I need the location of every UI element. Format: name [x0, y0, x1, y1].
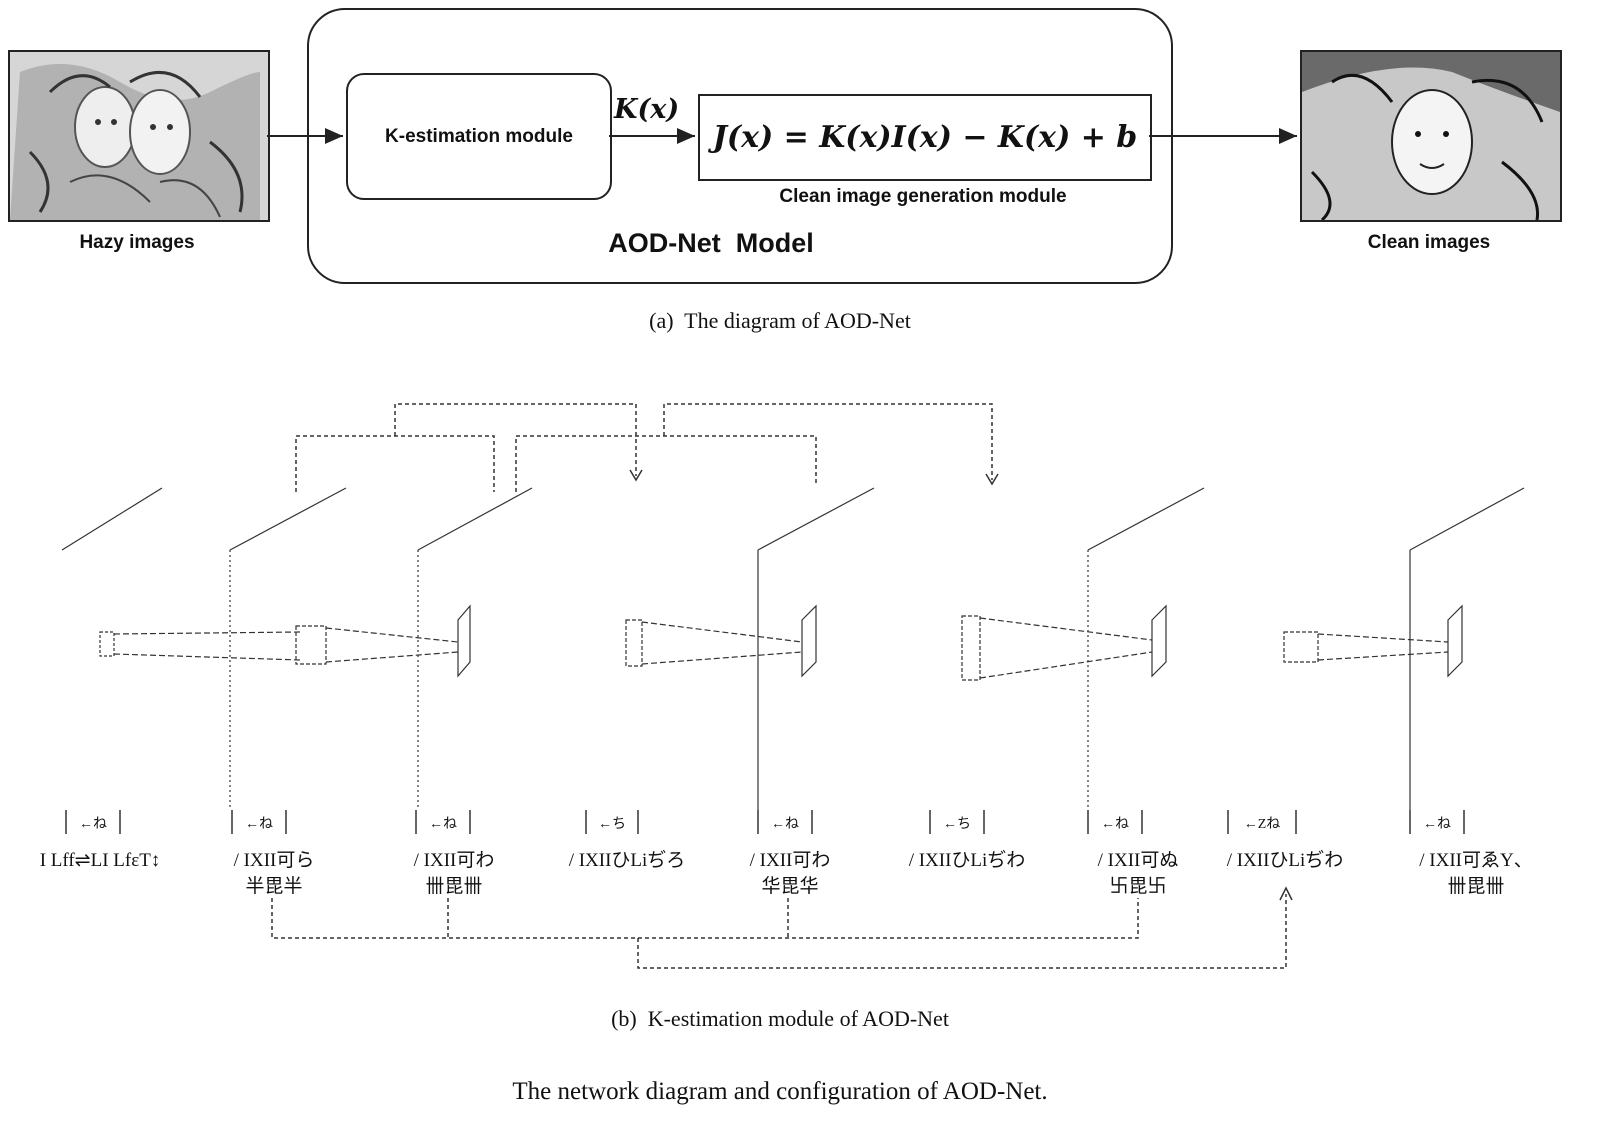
layer-label-1: I Lff⇌LI LfεT↕	[0, 848, 200, 874]
clean-images-label: Clean images	[1367, 232, 1491, 253]
layer-label-7: / IXII可ぬ 卐毘卐	[1068, 848, 1208, 900]
k-x-label: K(x)	[614, 94, 680, 125]
layer-tick-7: ←ね	[1101, 817, 1129, 832]
layer-label-9: / IXII可ゑY、 卌毘卌	[1396, 848, 1556, 900]
clean-image	[1300, 50, 1562, 222]
figure-caption: The network diagram and configuration of…	[512, 1078, 1048, 1105]
layer-label-9-line1: / IXII可ゑY、	[1419, 850, 1533, 871]
layer-label-4-line1: / IXIIひLiぢろ	[568, 850, 686, 871]
clean-image-generation-label: Clean image generation module	[779, 186, 1067, 207]
layer-label-6: / IXIIひLiぢわ	[892, 848, 1042, 874]
layer-tick-2: ←ね	[245, 817, 273, 832]
layer-label-3-line2: 卌毘卌	[425, 876, 483, 897]
layer-label-2-line2: 半毘半	[245, 876, 303, 897]
layer-label-7-line2: 卐毘卐	[1109, 876, 1167, 897]
layer-tick-5: ←ね	[771, 817, 799, 832]
layer-label-5-line2: 华毘华	[761, 876, 819, 897]
layer-label-5-line1: / IXII可わ	[749, 850, 831, 871]
layer-label-7-line1: / IXII可ぬ	[1097, 850, 1179, 871]
aod-net-model-box	[307, 8, 1173, 284]
layer-label-6-line1: / IXIIひLiぢわ	[908, 850, 1026, 871]
k-estimation-network-diagram	[61, 403, 1525, 969]
layer-label-4: / IXIIひLiぢろ	[552, 848, 702, 874]
hazy-images-label: Hazy images	[79, 232, 195, 253]
equation-box: J(x) = K(x)I(x) − K(x) + b	[698, 94, 1152, 181]
part-a-arrows	[267, 128, 1297, 144]
layer-tick-4: ←ち	[598, 817, 626, 832]
layer-tick-3: ←ね	[429, 817, 457, 832]
layer-label-9-line2: 卌毘卌	[1447, 876, 1505, 897]
layer-label-3: / IXII可わ 卌毘卌	[384, 848, 524, 900]
aod-net-model-title: AOD-Net Model	[608, 228, 814, 258]
layer-tick-8: ←Zね	[1243, 817, 1281, 832]
layer-tick-6: ←ち	[943, 817, 971, 832]
layer-label-2-line1: / IXII可ら	[233, 850, 315, 871]
layer-label-2: / IXII可ら 半毘半	[204, 848, 344, 900]
hazy-image	[8, 50, 270, 222]
layer-tick-9: ←ね	[1423, 817, 1451, 832]
layer-label-1-line1: I Lff⇌LI LfεT↕	[39, 850, 161, 871]
layer-tick-1: ←ね	[79, 817, 107, 832]
layer-label-5: / IXII可わ 华毘华	[720, 848, 860, 900]
caption-b: (b) K-estimation module of AOD-Net	[611, 1006, 949, 1031]
layer-label-8: / IXIIひLiぢわ	[1210, 848, 1360, 874]
caption-a: (a) The diagram of AOD-Net	[649, 308, 911, 333]
layer-label-8-line1: / IXIIひLiぢわ	[1226, 850, 1344, 871]
layer-label-3-line1: / IXII可わ	[413, 850, 495, 871]
